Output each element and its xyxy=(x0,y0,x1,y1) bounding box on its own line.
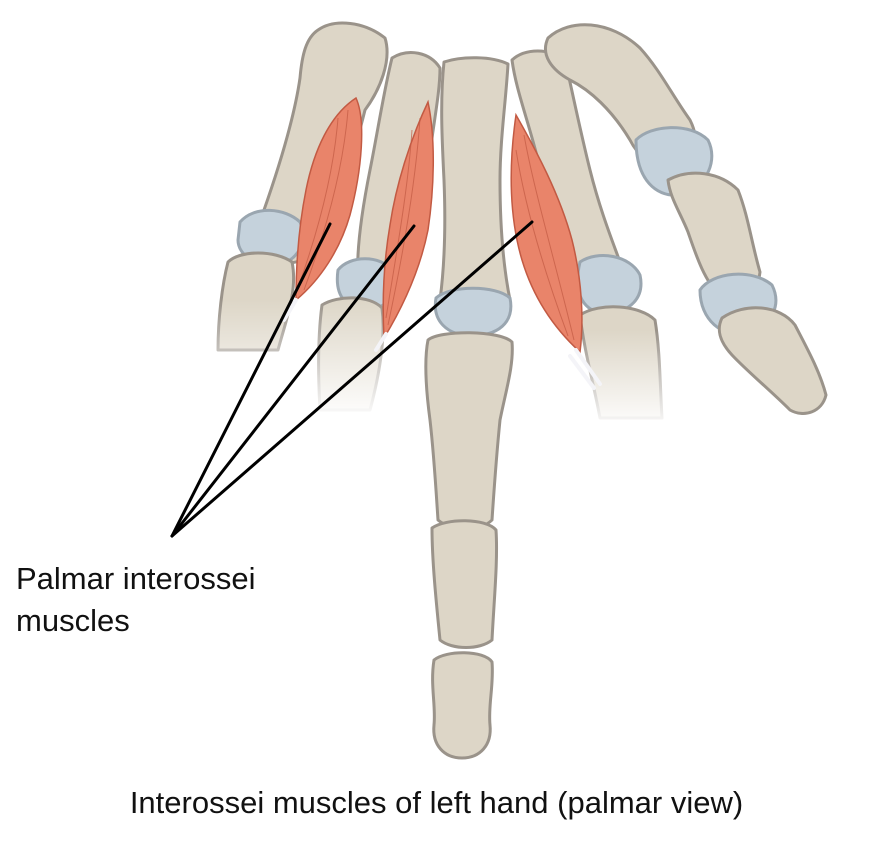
leader-line-3 xyxy=(170,220,534,538)
fade-left-phalanx xyxy=(210,300,390,420)
callout-label-line1: Palmar interossei xyxy=(16,561,256,596)
middle-finger-distal-phalanx xyxy=(431,651,494,760)
muscle-tendons xyxy=(282,298,602,390)
middle-finger-joint-cartilage xyxy=(433,286,513,338)
index-finger-joint-cartilage xyxy=(576,254,643,316)
muscle-striations xyxy=(299,109,575,341)
leader-line-1 xyxy=(170,222,332,538)
callout-leader-lines xyxy=(170,220,534,538)
thumb-distal-phalanx xyxy=(717,306,828,415)
middle-finger-middle-phalanx xyxy=(430,519,499,649)
callout-label-line2: muscles xyxy=(16,603,130,638)
middle-finger-metacarpal xyxy=(438,56,512,315)
leader-line-2 xyxy=(170,224,416,538)
callout-label: Palmar interossei muscles xyxy=(16,558,255,642)
figure-caption: Interossei muscles of left hand (palmar … xyxy=(129,785,744,820)
middle-finger-proximal-phalanx xyxy=(424,331,514,531)
